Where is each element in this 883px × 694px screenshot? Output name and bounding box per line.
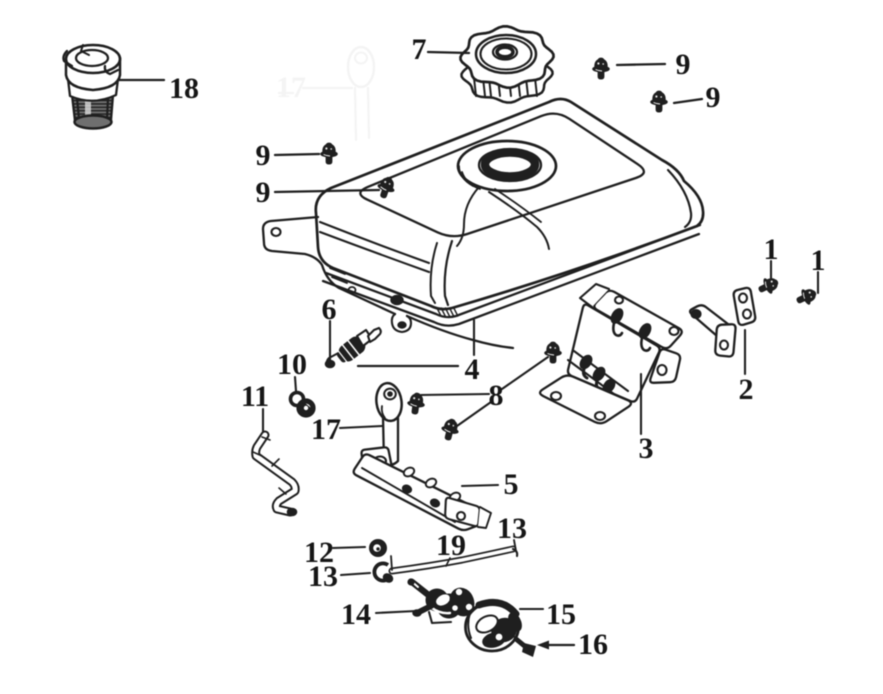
svg-text:13: 13 bbox=[497, 512, 527, 545]
svg-text:9: 9 bbox=[256, 139, 271, 172]
svg-text:16: 16 bbox=[578, 628, 608, 661]
svg-text:19: 19 bbox=[436, 529, 466, 562]
svg-text:18: 18 bbox=[169, 72, 199, 105]
svg-text:14: 14 bbox=[341, 598, 371, 631]
svg-text:4: 4 bbox=[465, 353, 480, 386]
svg-text:10: 10 bbox=[277, 348, 307, 381]
svg-text:7: 7 bbox=[412, 33, 427, 66]
svg-text:12: 12 bbox=[304, 536, 334, 569]
svg-text:9: 9 bbox=[256, 176, 271, 209]
svg-text:9: 9 bbox=[706, 81, 721, 114]
svg-text:17: 17 bbox=[311, 413, 341, 446]
svg-text:13: 13 bbox=[308, 560, 338, 593]
svg-text:6: 6 bbox=[322, 293, 337, 326]
svg-text:1: 1 bbox=[764, 233, 779, 266]
svg-text:3: 3 bbox=[639, 432, 654, 465]
svg-text:11: 11 bbox=[241, 380, 269, 413]
svg-text:15: 15 bbox=[546, 598, 576, 631]
svg-text:1: 1 bbox=[811, 244, 826, 277]
svg-text:2: 2 bbox=[739, 373, 754, 406]
svg-text:9: 9 bbox=[676, 48, 691, 81]
svg-text:5: 5 bbox=[504, 468, 519, 501]
svg-text:8: 8 bbox=[489, 379, 504, 412]
svg-text:17: 17 bbox=[276, 71, 306, 104]
